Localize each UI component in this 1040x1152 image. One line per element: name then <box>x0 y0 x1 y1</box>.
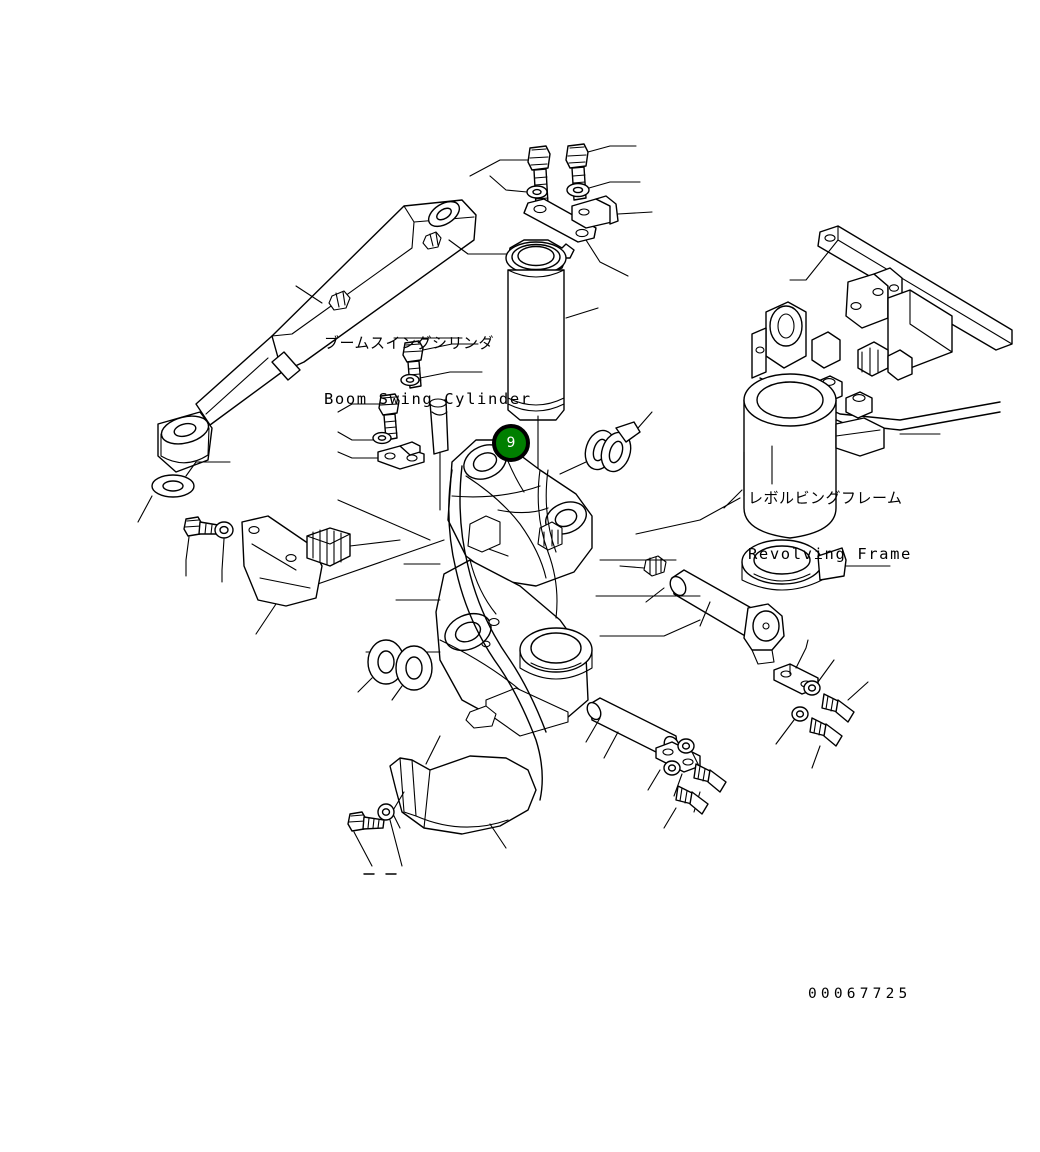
lower-bushing-pair <box>367 639 433 691</box>
swing-bracket-casting <box>435 439 593 801</box>
cover-plate-washer <box>377 803 395 821</box>
mid-washer-upper <box>400 373 420 387</box>
left-guard-washer <box>214 521 234 539</box>
upper-washer-right <box>566 182 590 198</box>
right-retainer-washer-a <box>803 680 821 696</box>
pivot-pin-upper-right <box>669 569 785 665</box>
cylinder-rod-eye <box>157 411 213 473</box>
retainer-bolt-right-a <box>821 693 855 723</box>
retainer-bolt-center-a <box>693 763 727 793</box>
mid-retaining-plate <box>377 441 425 470</box>
vertical-pivot-pin <box>505 239 575 471</box>
drawing-number: 00067725 <box>808 986 912 1002</box>
right-retainer-washer-b <box>791 706 809 722</box>
label-boom-swing-cylinder-jp: ブームスイングシリンダ <box>324 333 495 352</box>
callout-marker-9-label: 9 <box>506 435 516 451</box>
mid-washer-lower <box>372 431 392 445</box>
retainer-bolt-center-b <box>675 785 709 815</box>
guard-ribbed-block <box>306 527 351 567</box>
group-locating-pin <box>429 398 449 511</box>
cover-plate-bolt <box>347 811 385 832</box>
label-boom-swing-cylinder-en: Boom Swing Cylinder <box>324 390 532 409</box>
cylinder-rod-eye-bushing <box>151 474 195 498</box>
upper-washer-left <box>526 185 548 199</box>
grease-bushing-pair <box>584 421 641 473</box>
center-retainer-washer-b <box>663 760 681 776</box>
retaining-plate-long <box>523 198 597 243</box>
frame-nut-b <box>845 391 873 419</box>
bottom-cover-plate <box>389 755 537 835</box>
callout-marker-9[interactable]: 9 <box>492 424 530 462</box>
label-boom-swing-cylinder: ブームスイングシリンダ Boom Swing Cylinder <box>324 297 532 446</box>
retainer-bolt-right-b <box>809 717 843 747</box>
label-revolving-frame-jp: レボルビングフレーム <box>748 488 903 507</box>
revolving-frame <box>741 225 1013 591</box>
boom-swing-cylinder <box>157 199 477 473</box>
center-retainer-washer-a <box>677 738 695 754</box>
left-guard-plate <box>241 515 323 607</box>
retaining-bracket-small <box>571 195 619 229</box>
label-revolving-frame: レボルビングフレーム Revolving Frame <box>748 452 912 601</box>
label-revolving-frame-en: Revolving Frame <box>748 545 912 564</box>
pin-grease-fitting <box>643 555 667 577</box>
